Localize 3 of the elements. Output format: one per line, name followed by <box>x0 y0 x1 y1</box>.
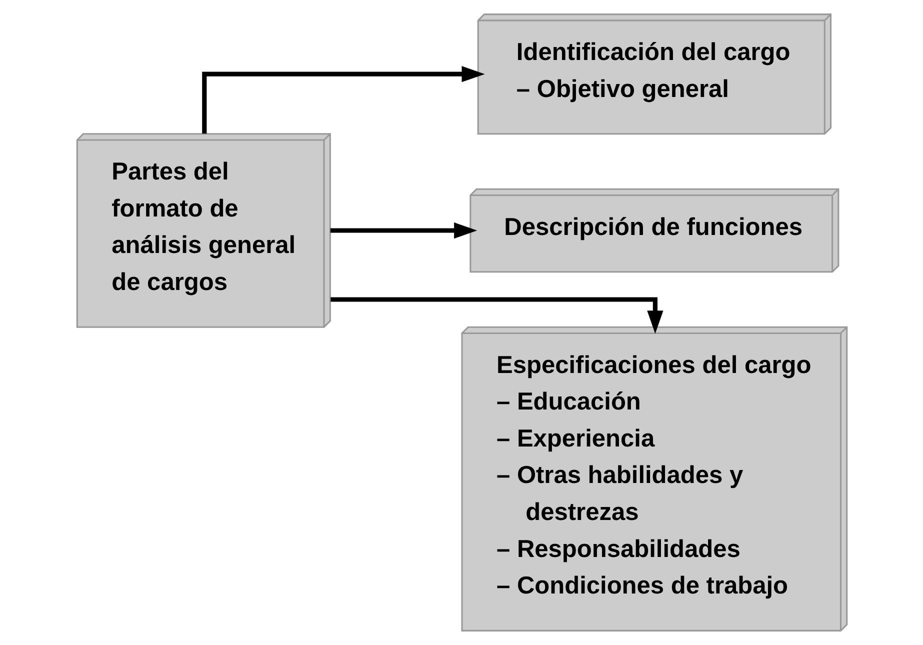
arrow <box>202 66 484 134</box>
arrow <box>330 297 663 334</box>
arrow <box>330 222 477 239</box>
